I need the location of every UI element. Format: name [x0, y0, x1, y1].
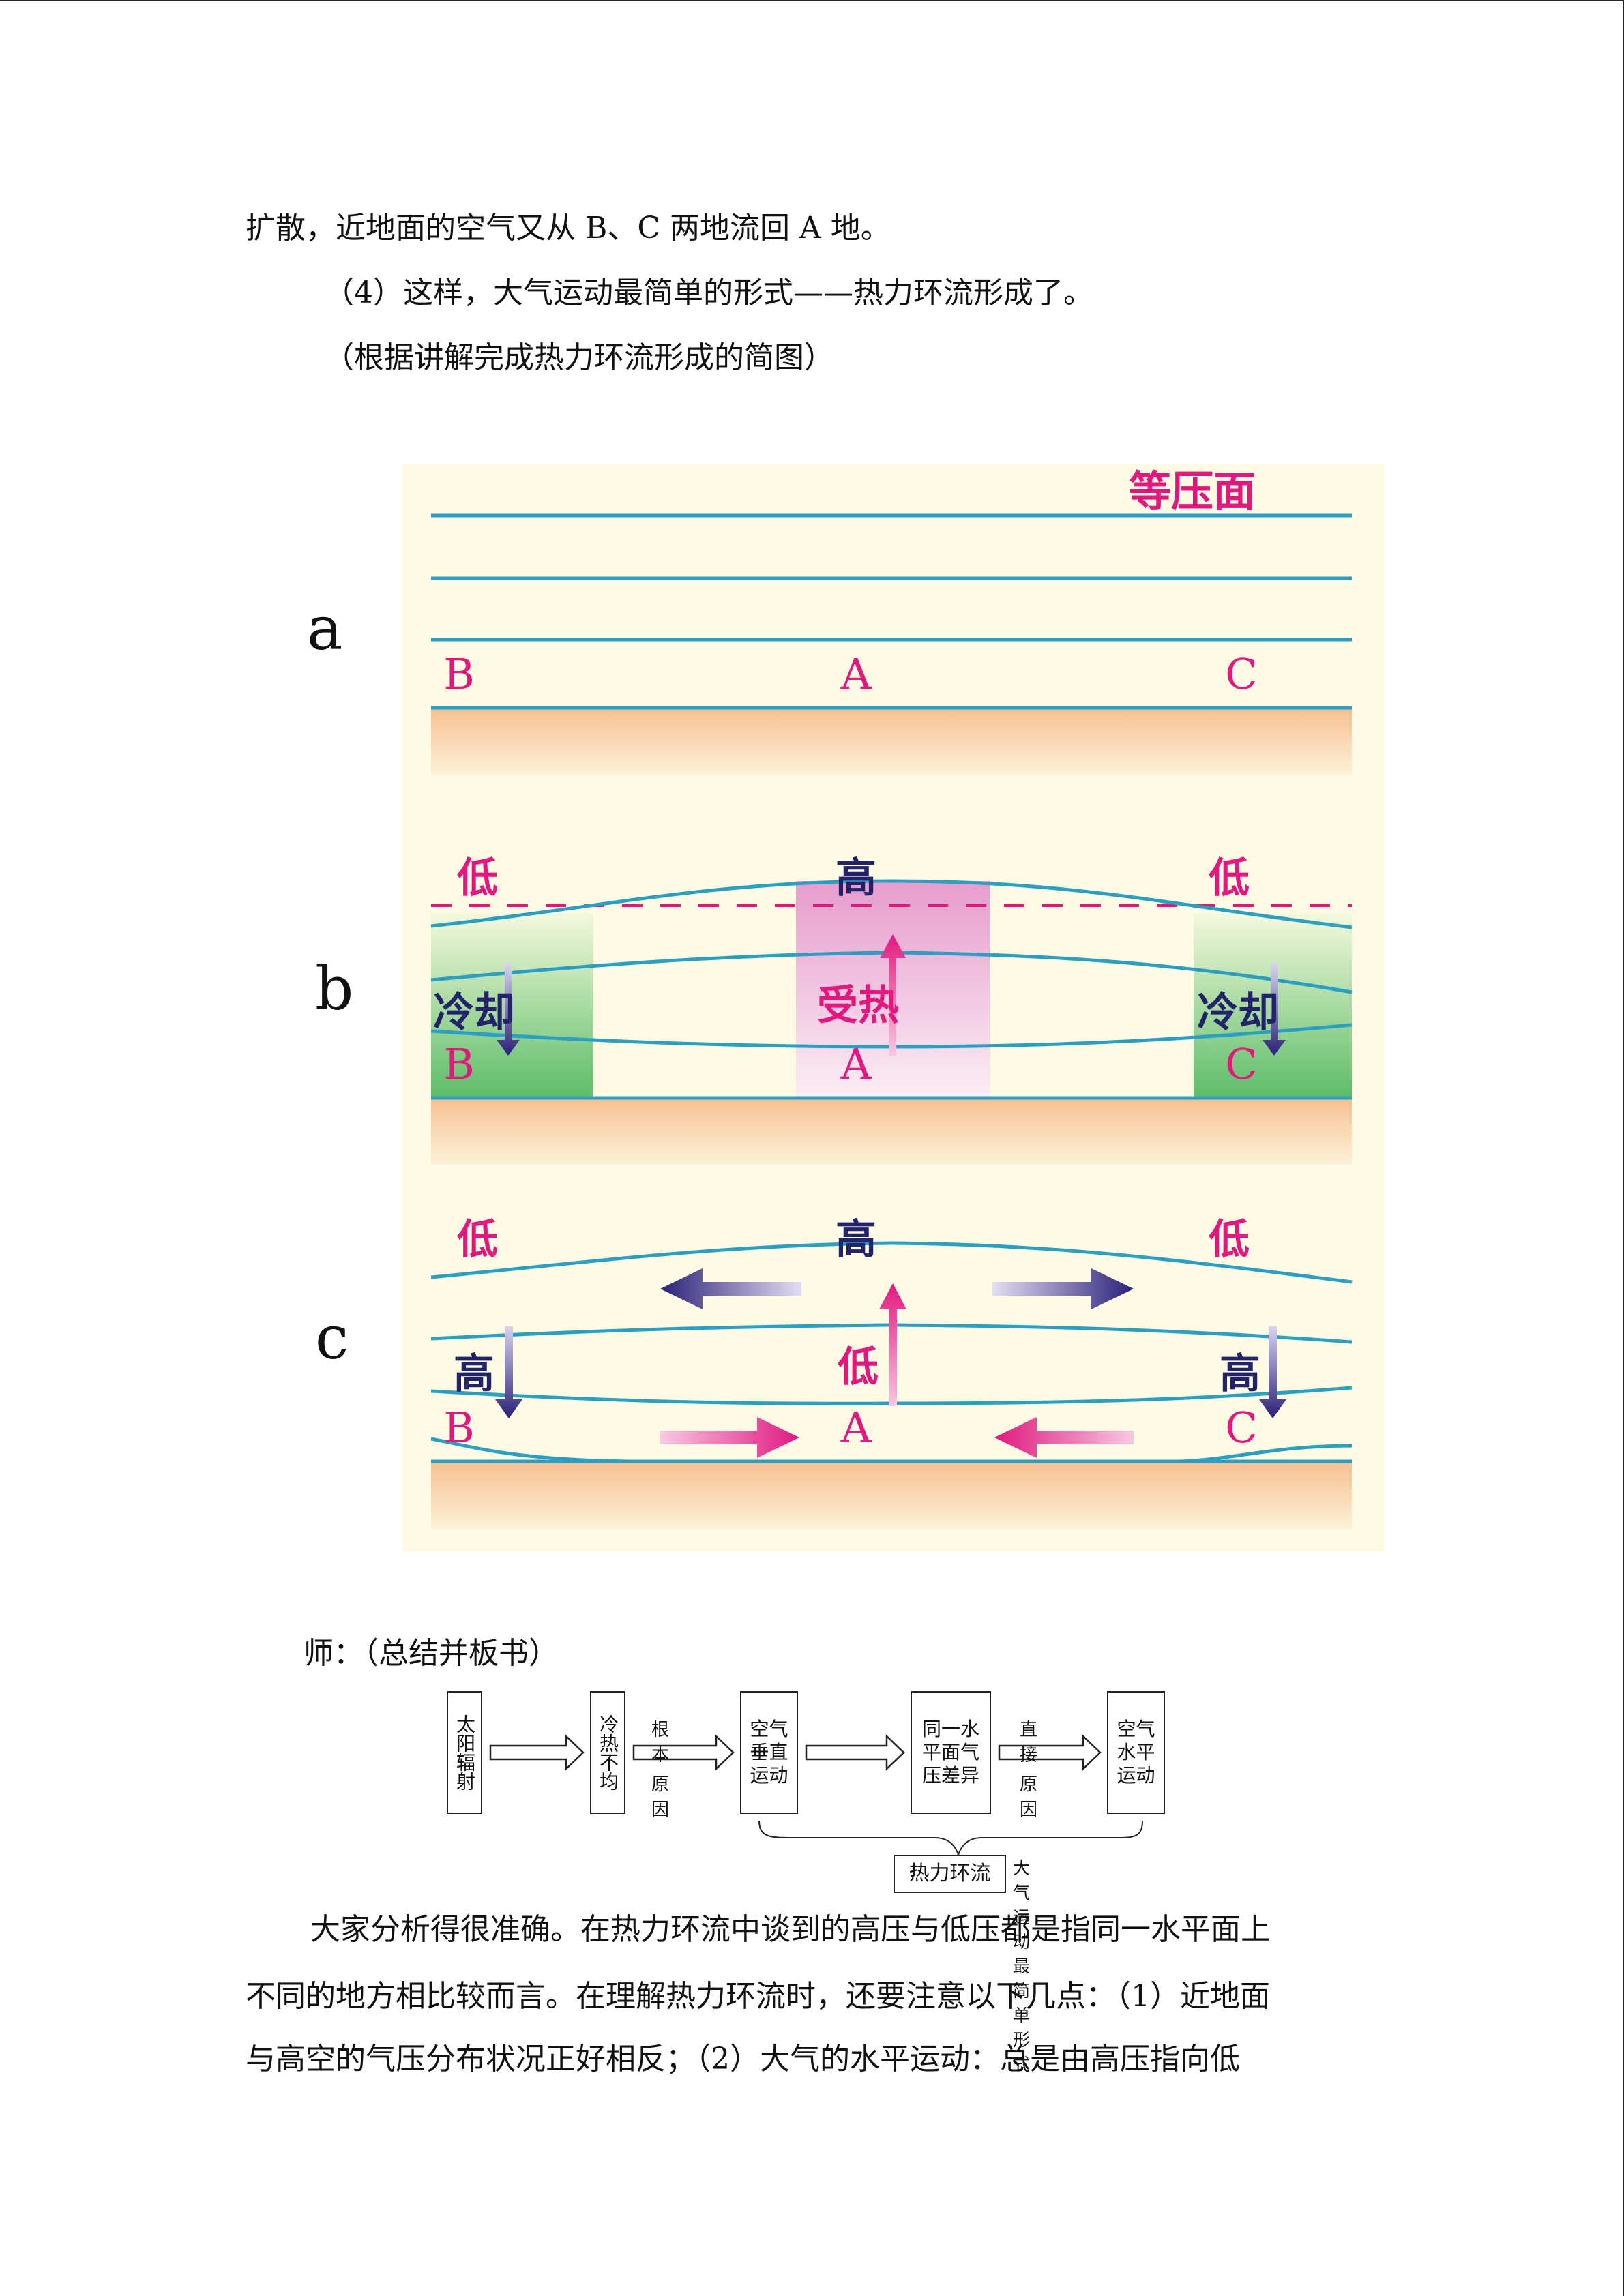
cooling-label-c: 冷却: [1197, 989, 1279, 1037]
lower-arrow-right: [660, 1417, 799, 1458]
flow-summary-note: 大气运动最简单形式: [1013, 1858, 1031, 2074]
point-a-a: A: [840, 649, 872, 699]
flow-box-horizontal-motion: 空气水平运动: [1107, 1691, 1165, 1814]
flow-arrow-2: [632, 1734, 735, 1771]
flow-arrow-4: [998, 1734, 1102, 1771]
flow-box-vertical-motion: 空气垂直运动: [740, 1691, 798, 1814]
flow-box-solar-radiation: 太阳辐射: [447, 1691, 482, 1814]
low-label-b-left: 低: [457, 854, 498, 902]
heating-label-a: 受热: [817, 982, 899, 1030]
lower-arrow-left: [994, 1417, 1134, 1458]
flow-arrows: [489, 1734, 1143, 1858]
rising-arrow-c: [879, 1283, 906, 1406]
flow-box-uneven-heating-text: 冷热不均: [597, 1714, 619, 1791]
flow-arrow-4-bottom: 原因: [1020, 1774, 1038, 1820]
flow-box-pressure-difference: 同一水平面气压差异: [911, 1691, 991, 1814]
rising-arrow-a: [880, 934, 906, 1056]
flow-arrow-4-top: 直接: [1020, 1720, 1038, 1765]
flow-box-horizontal-motion-text: 空气水平运动: [1117, 1718, 1155, 1787]
paragraph-summary-3: 与高空的气压分布状况正好相反；（2）大气的水平运动：总是由高压指向低: [246, 2042, 1240, 2076]
isobar-b1: [430, 879, 1353, 929]
flow-summary-text: 热力环流: [909, 1862, 991, 1885]
ground-a: [431, 708, 1352, 775]
point-b-b: B: [443, 1039, 475, 1089]
flow-arrow-1: [489, 1734, 585, 1771]
point-c-b: C: [1225, 1039, 1257, 1089]
ground-b: [431, 1098, 1352, 1165]
low-label-c-right: 低: [1209, 1216, 1250, 1264]
high-label-c-left: 高: [454, 1350, 494, 1398]
flow-box-pressure-difference-text: 同一水平面气压差异: [921, 1718, 979, 1787]
point-b-a: B: [443, 649, 475, 699]
flow-arrow-2-bottom: 原因: [651, 1774, 670, 1820]
high-label-c-top: 高: [836, 1216, 876, 1264]
summary-brace: [758, 1820, 1143, 1858]
sinking-arrow-c-left: [495, 1326, 522, 1418]
point-c-c: C: [1225, 1403, 1257, 1452]
paragraph-step-4: （4）这样，大气运动最简单的形式——热力环流形成了。: [324, 275, 1093, 310]
point-c-a: C: [1225, 649, 1257, 699]
isobar-c1: [430, 1241, 1353, 1284]
point-a-c: A: [840, 1403, 872, 1452]
point-a-b: A: [840, 1039, 872, 1089]
flow-box-uneven-heating: 冷热不均: [590, 1691, 625, 1814]
flow-box-solar-radiation-text: 太阳辐射: [454, 1714, 476, 1791]
low-label-b-right: 低: [1209, 854, 1250, 902]
paragraph-summary-2: 不同的地方相比较而言。在理解热力环流时，还要注意以下几点：（1）近地面: [246, 1979, 1270, 2014]
isobar-label: 等压面: [1129, 466, 1256, 516]
low-label-c-left: 低: [457, 1216, 498, 1264]
ground-c: [431, 1461, 1352, 1530]
flow-box-vertical-motion-text: 空气垂直运动: [750, 1718, 788, 1787]
row-label-a: a: [307, 593, 343, 664]
upper-arrow-right: [992, 1268, 1134, 1309]
high-label-b: 高: [836, 854, 876, 902]
flow-summary-box: 热力环流: [894, 1855, 1006, 1893]
thermal-circulation-diagram: 等压面 B A C 低 高 低 冷却 受热 冷却 B A C 低 高 低 高: [402, 464, 1385, 1551]
cooling-label-b: 冷却: [433, 989, 515, 1037]
row-label-b: b: [315, 953, 354, 1024]
paragraph-diffusion: 扩散，近地面的空气又从 B、C 两地流回 A 地。: [246, 211, 891, 245]
page-right-border: [1623, 0, 1624, 2296]
paragraph-instruction: （根据讲解完成热力环流形成的简图）: [324, 340, 834, 375]
sinking-arrow-c-right: [1259, 1326, 1286, 1418]
high-label-c-right: 高: [1220, 1350, 1260, 1398]
sinking-arrow-b: [497, 964, 520, 1056]
flow-arrow-3: [805, 1734, 905, 1771]
cooling-zone-b: [431, 914, 593, 1098]
row-label-c: c: [315, 1302, 349, 1373]
upper-arrow-left: [660, 1268, 801, 1309]
point-b-c: B: [443, 1403, 475, 1452]
paragraph-summary-1: 大家分析得很准确。在热力环流中谈到的高压与低压都是指同一水平面上: [310, 1912, 1271, 1947]
sinking-arrow-c: [1263, 964, 1286, 1056]
low-label-c-center: 低: [838, 1343, 879, 1391]
page-top-border: [0, 0, 1623, 1]
teacher-note: 师：（总结并板书）: [304, 1636, 559, 1671]
flow-arrow-2-top: 根本: [651, 1720, 670, 1765]
